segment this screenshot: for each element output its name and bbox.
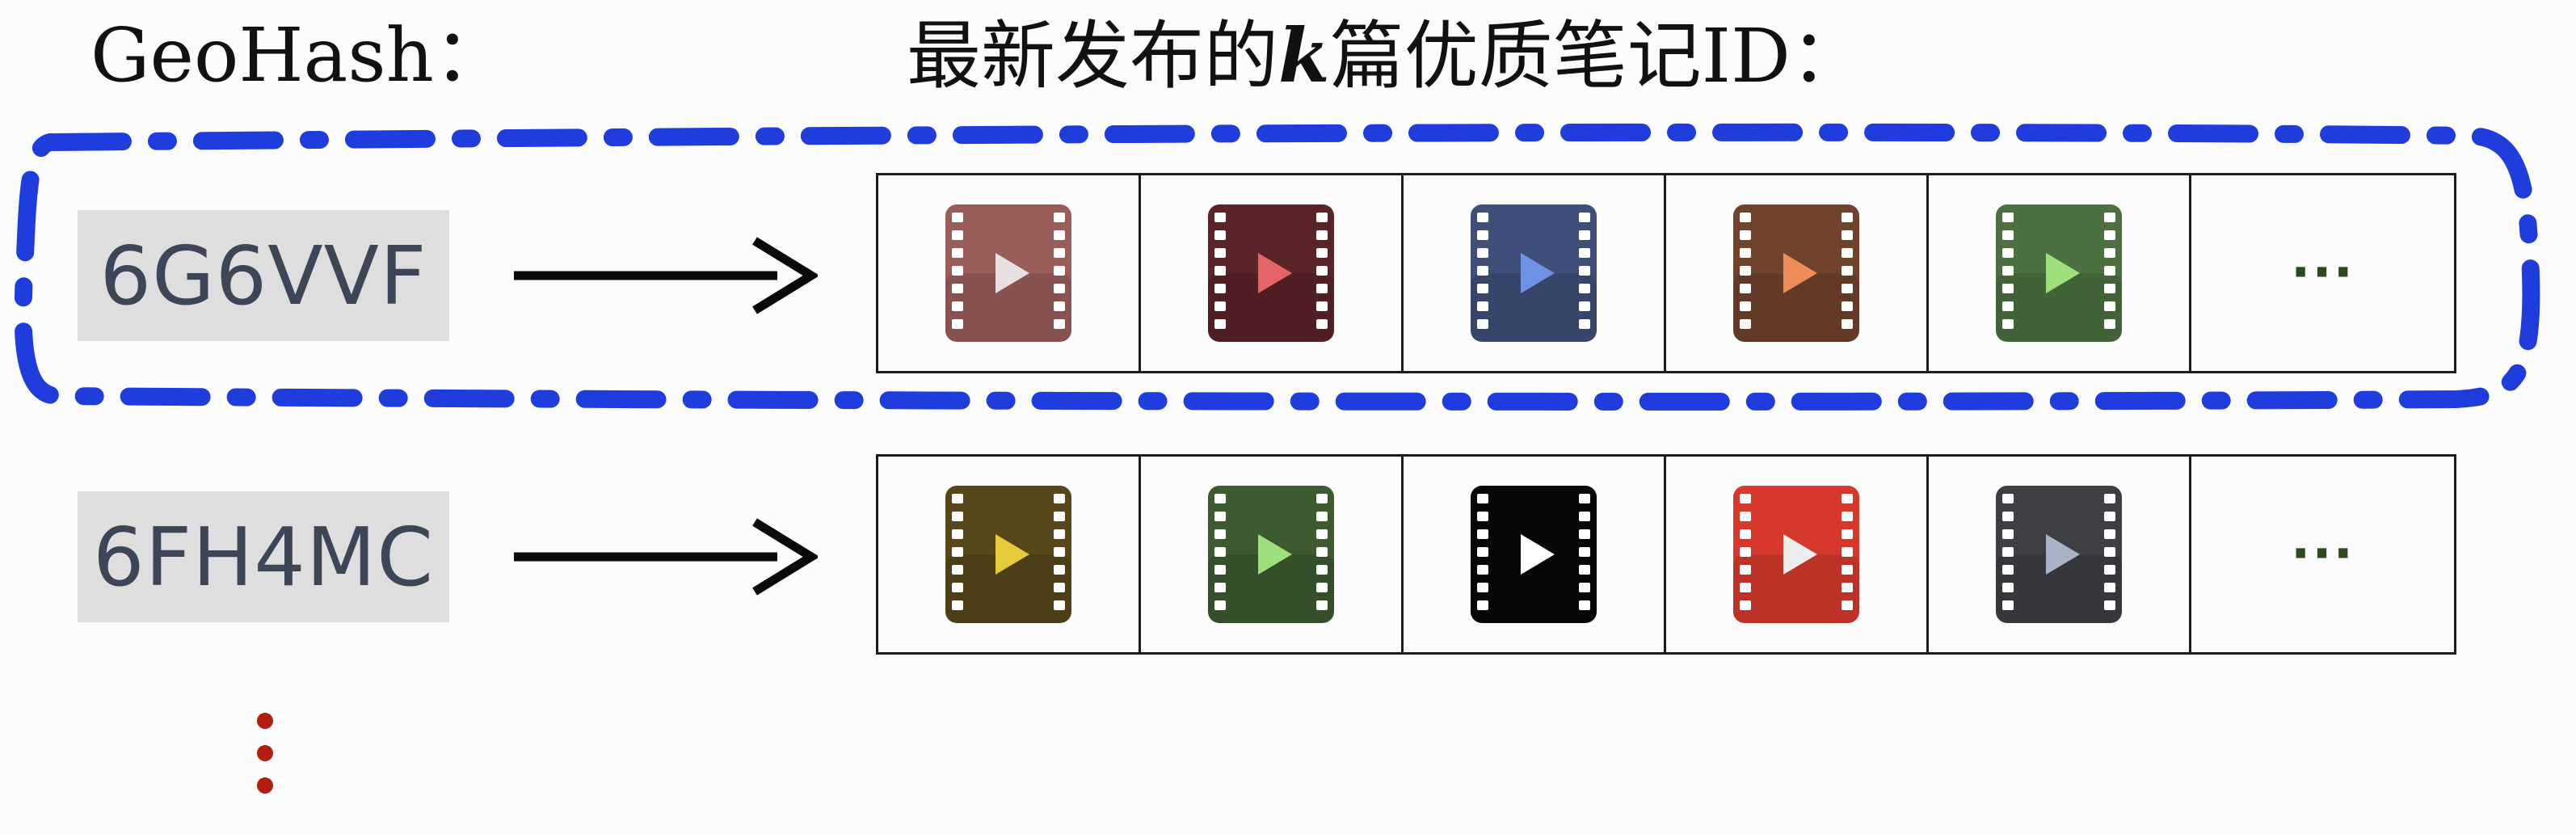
film-play-icon (1208, 204, 1334, 342)
film-play-icon (1733, 486, 1859, 623)
film-play-icon (1471, 486, 1597, 623)
note-cell[interactable] (1141, 175, 1404, 371)
notes-heading-k: k (1278, 12, 1330, 99)
film-play-icon (945, 486, 1071, 623)
note-id-list: ··· (876, 173, 2456, 373)
arrow-right-icon (514, 237, 818, 314)
film-play-icon (1733, 204, 1859, 342)
geohash-key: 6FH4MC (78, 491, 449, 622)
film-play-icon (1471, 204, 1597, 342)
arrow-right-icon (514, 518, 818, 596)
geohash-heading: GeoHash： (90, 12, 508, 99)
note-cell[interactable] (1929, 175, 2191, 371)
note-cell[interactable] (1666, 175, 1929, 371)
note-cell[interactable] (1929, 457, 2191, 652)
note-cell[interactable] (878, 457, 1141, 652)
geohash-row: 6FH4MC ··· (0, 454, 2576, 659)
note-cell[interactable] (1666, 457, 1929, 652)
notes-heading-suffix: 篇优质笔记ID： (1329, 13, 1865, 99)
notes-heading: 最新发布的k篇优质笔记ID： (907, 11, 1865, 101)
note-cell[interactable] (1404, 457, 1666, 652)
highlight-dashed-outline (14, 123, 2540, 411)
more-cell: ··· (2191, 175, 2454, 371)
note-cell[interactable] (1141, 457, 1404, 652)
vertical-ellipsis-icon (257, 713, 273, 794)
note-cell[interactable] (1404, 175, 1666, 371)
more-ellipsis: ··· (2291, 524, 2355, 584)
geohash-key: 6G6VVF (78, 210, 449, 341)
film-play-icon (1996, 486, 2122, 623)
film-play-icon (945, 204, 1071, 342)
geohash-row: 6G6VVF ··· (0, 173, 2576, 378)
more-cell: ··· (2191, 457, 2454, 652)
note-cell[interactable] (878, 175, 1141, 371)
film-play-icon (1208, 486, 1334, 623)
notes-heading-prefix: 最新发布的 (907, 13, 1279, 99)
note-id-list: ··· (876, 454, 2456, 655)
film-play-icon (1996, 204, 2122, 342)
more-ellipsis: ··· (2291, 243, 2355, 303)
